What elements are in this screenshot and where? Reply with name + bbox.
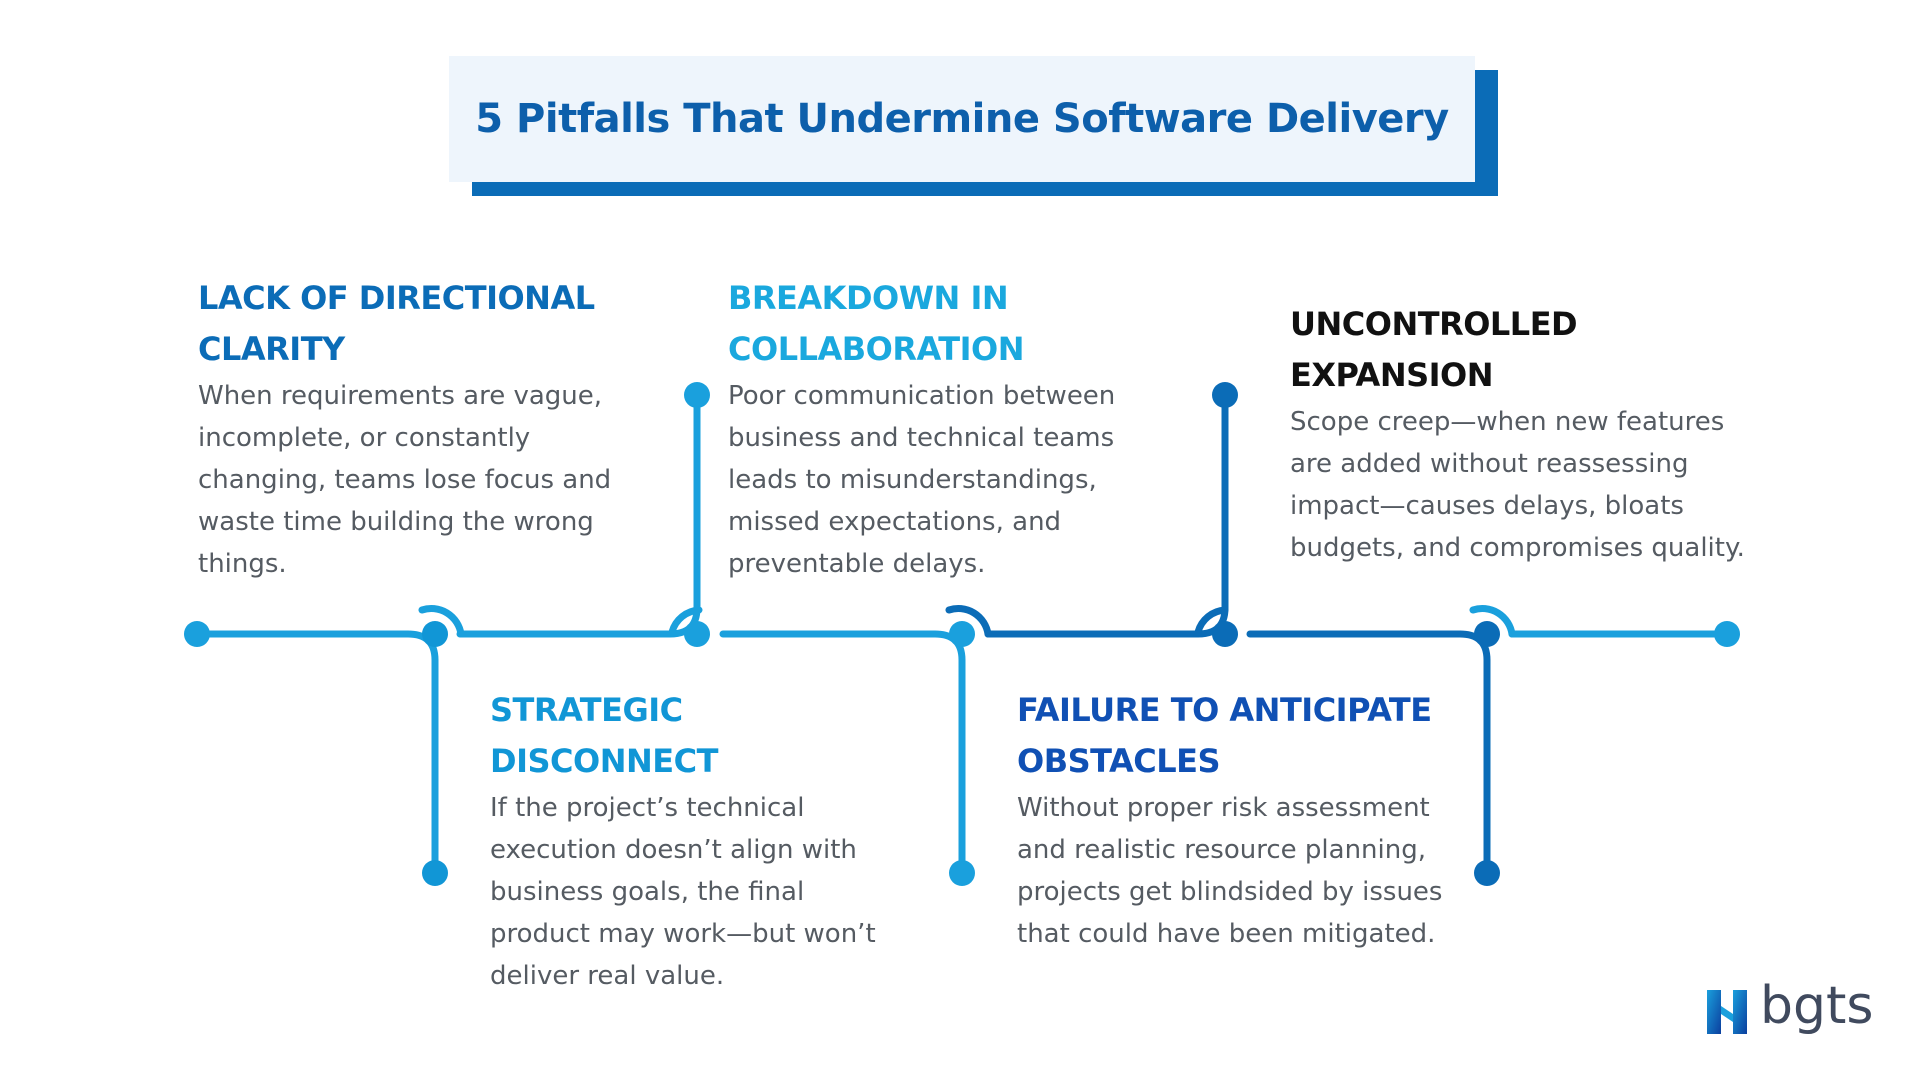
pitfall-description: Poor communication between business and … [728,381,1116,579]
timeline-segment [193,630,439,874]
timeline-milestone-dot [1474,621,1500,647]
pitfall-description: Scope creep—when new features are added … [1290,407,1745,563]
timeline-milestone-dot [422,621,448,647]
pitfall-heading: BREAKDOWN IN COLLABORATION [728,279,1024,368]
pitfall-4: FAILURE TO ANTICIPATE OBSTACLES Without … [1017,685,1457,955]
pitfall-heading: LACK OF DIRECTIONAL CLARITY [198,279,595,368]
logo-text: bgts [1760,976,1874,1036]
timeline-arc [1194,606,1229,636]
pitfall-heading: FAILURE TO ANTICIPATE OBSTACLES [1017,691,1432,780]
branch-end-dot [684,382,710,408]
pitfall-heading: UNCONTROLLED EXPANSION [1290,305,1578,394]
bgts-logo: bgts [1705,978,1885,1040]
timeline-milestone-dot [684,621,710,647]
timeline-start-dot [184,621,210,647]
timeline-arc [1469,605,1516,638]
pitfall-description: Without proper risk assessment and reali… [1017,793,1443,949]
bgts-logo-icon [1707,990,1747,1034]
pitfall-description: When requirements are vague, incomplete,… [198,381,612,579]
pitfall-3: BREAKDOWN IN COLLABORATION Poor communic… [728,273,1168,585]
pitfall-2: STRATEGIC DISCONNECT If the project’s te… [490,685,930,997]
pitfall-1: LACK OF DIRECTIONAL CLARITY When require… [198,273,638,585]
timeline-milestone-dot [949,621,975,647]
branch-end-dot [949,860,975,886]
pitfall-5: UNCONTROLLED EXPANSION Scope creep—when … [1290,299,1745,569]
branch-end-dot [1474,860,1500,886]
timeline-end-dot [1714,621,1740,647]
branch-end-dot [1212,382,1238,408]
timeline-milestone-dot [1212,621,1238,647]
title-banner: 5 Pitfalls That Undermine Software Deliv… [449,56,1475,182]
pitfall-description: If the project’s technical execution doe… [490,793,876,991]
timeline-arc [418,605,465,638]
branch-end-dot [422,860,448,886]
page-title: 5 Pitfalls That Undermine Software Deliv… [475,96,1449,142]
timeline-arc [668,606,703,636]
pitfall-heading: STRATEGIC DISCONNECT [490,691,718,780]
timeline-arc [945,605,992,638]
